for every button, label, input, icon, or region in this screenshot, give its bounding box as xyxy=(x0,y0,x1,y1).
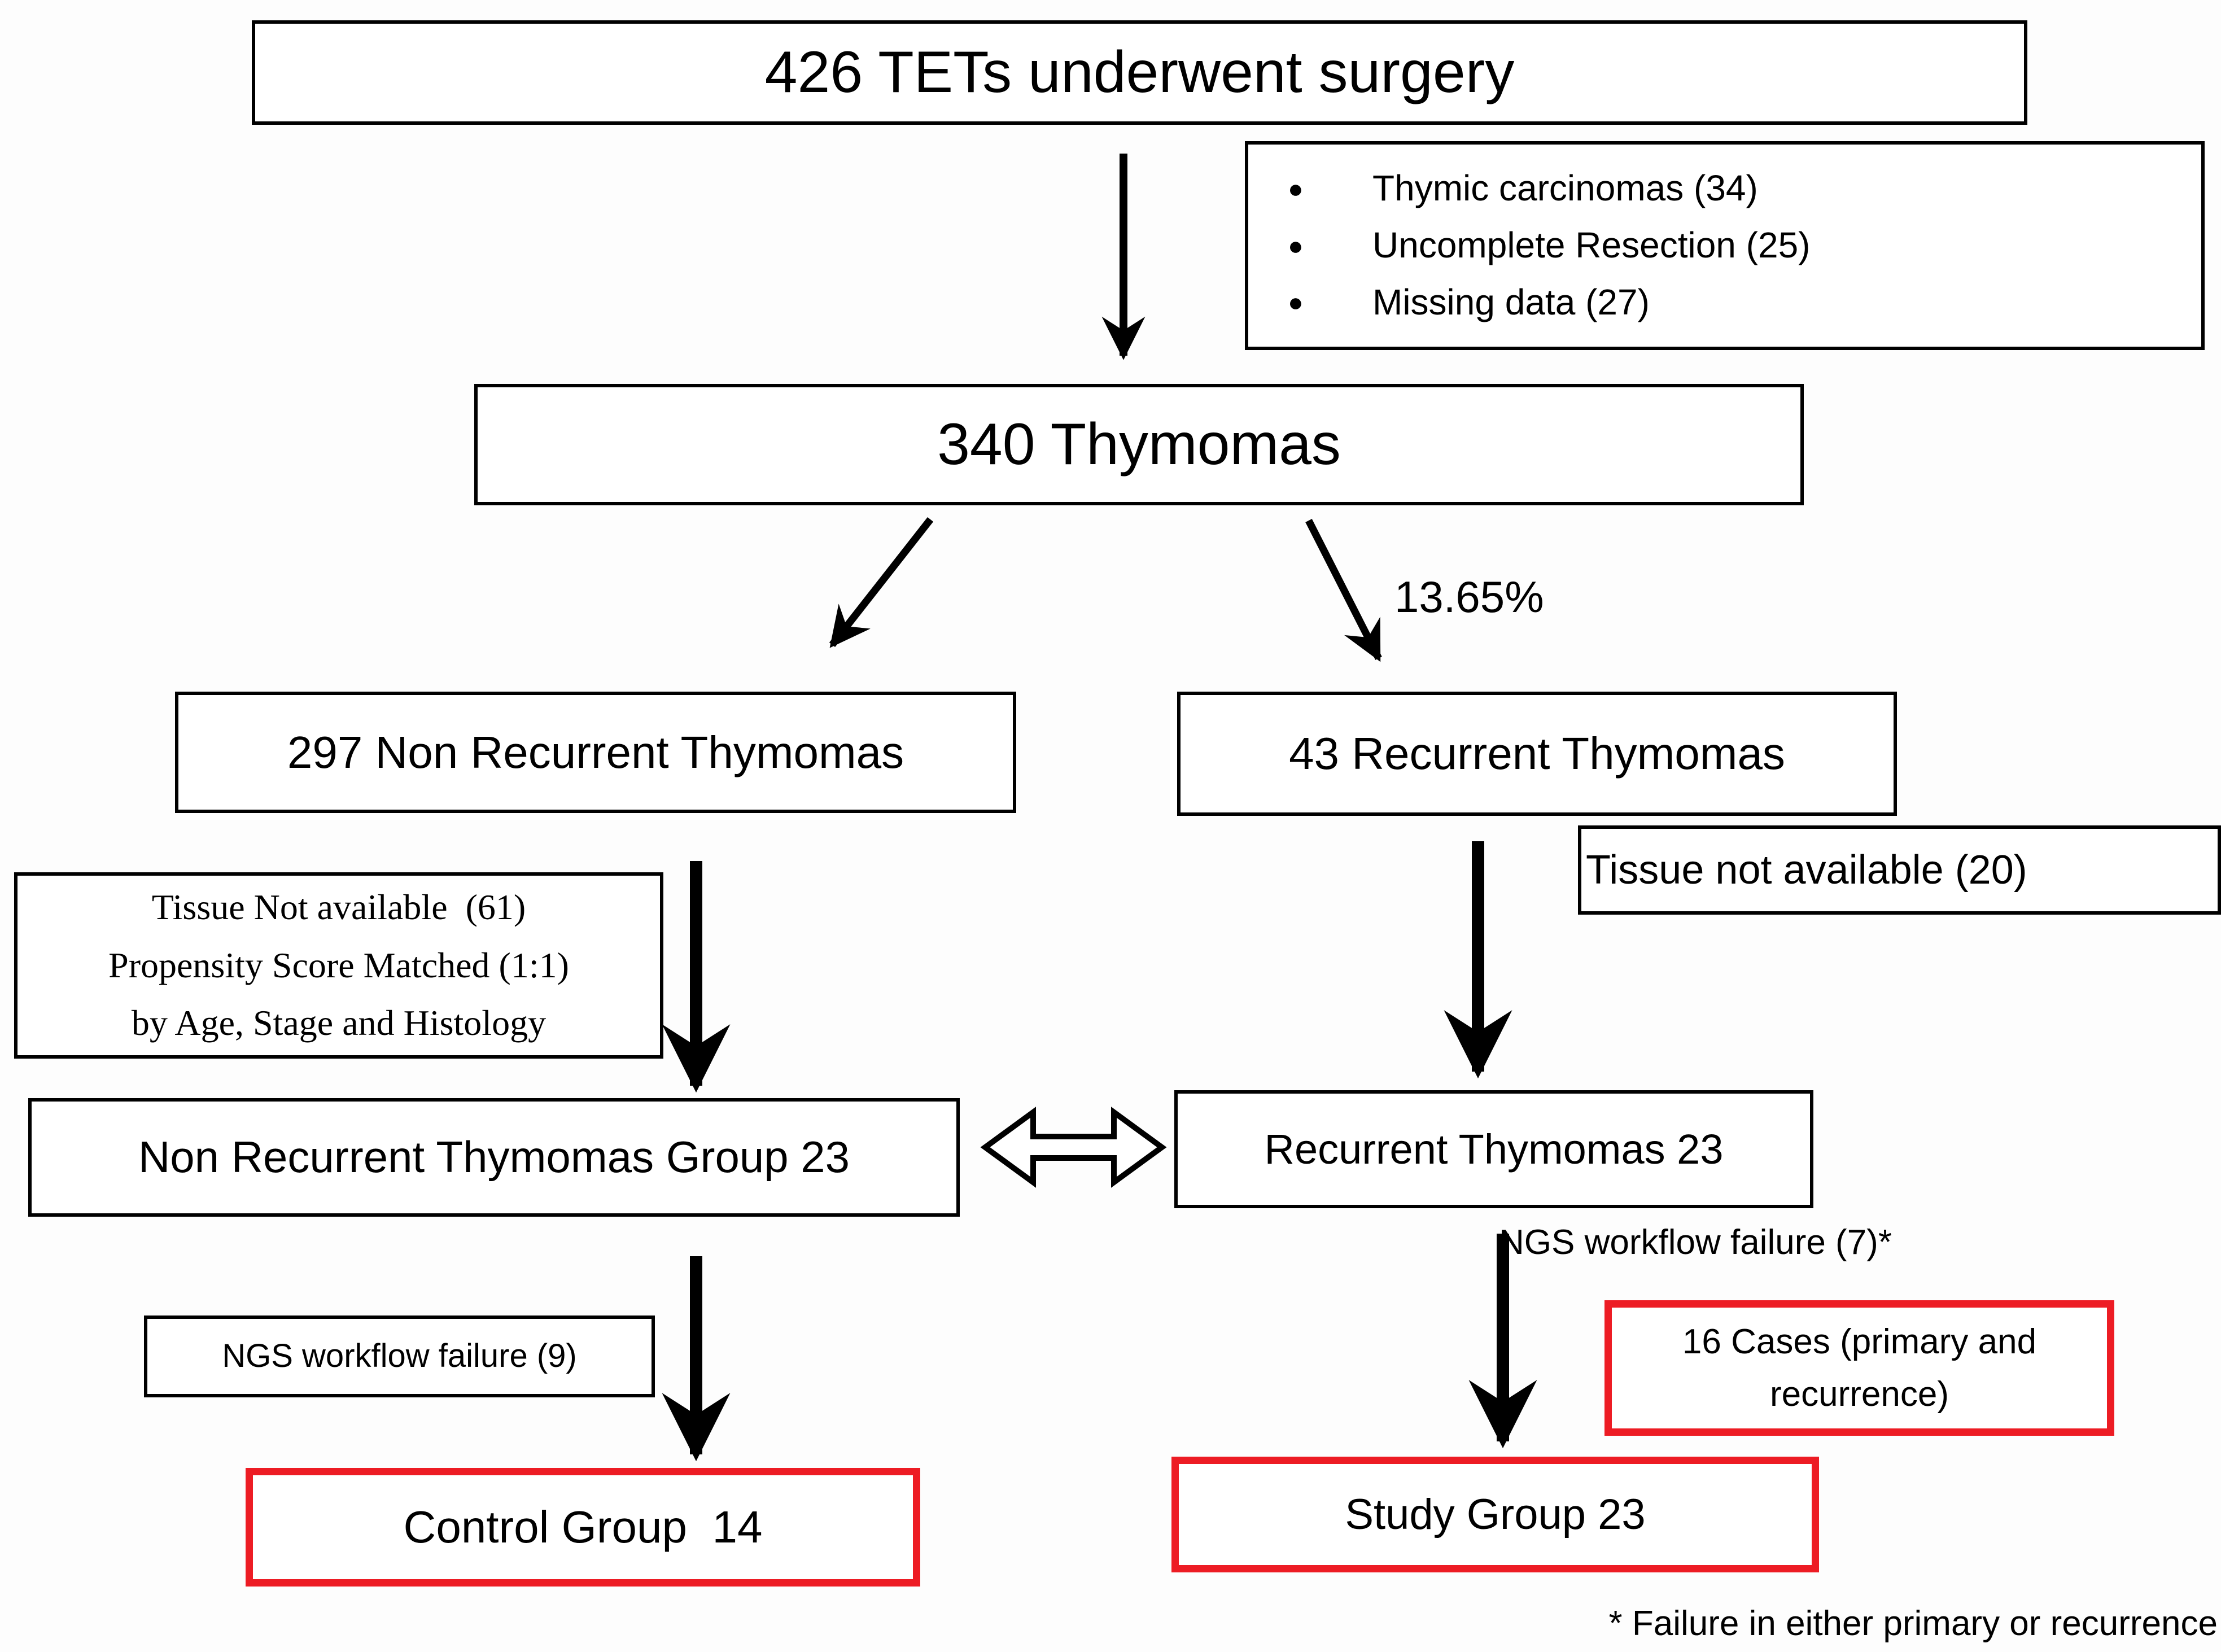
exclusion-item: ● Thymic carcinomas (34) xyxy=(1288,168,2190,209)
propensity-matching-box: Tissue Not available (61) Propensity Sco… xyxy=(14,872,663,1059)
matching-line: Tissue Not available (61) xyxy=(151,887,526,928)
exclusion-item: ● Missing data (27) xyxy=(1288,282,2190,324)
exclusion-item-label: Uncomplete Resection (25) xyxy=(1372,225,1811,266)
control-group-box: Control Group 14 xyxy=(246,1468,920,1587)
surgery-total-label: 426 TETs underwent surgery xyxy=(764,39,1515,105)
ngs-failure-control-label: NGS workflow failure (9) xyxy=(222,1338,577,1375)
recurrent-group-box: Recurrent Thymomas 23 xyxy=(1174,1090,1813,1208)
surgery-total-box: 426 TETs underwent surgery xyxy=(252,20,2027,125)
bullet-icon: ● xyxy=(1288,173,1304,203)
matching-line: Propensity Score Matched (1:1) xyxy=(108,945,569,985)
bullet-icon: ● xyxy=(1288,230,1304,260)
thymomas-label: 340 Thymomas xyxy=(937,411,1341,477)
bullet-icon: ● xyxy=(1288,287,1304,317)
non-recurrent-group-label: Non Recurrent Thymomas Group 23 xyxy=(138,1132,850,1182)
exclusion-item-label: Thymic carcinomas (34) xyxy=(1372,168,1758,209)
tissue-unavailable-box: Tissue not available (20) xyxy=(1578,825,2221,915)
non-recurrent-label: 297 Non Recurrent Thymomas xyxy=(287,727,904,777)
recurrent-group-label: Recurrent Thymomas 23 xyxy=(1264,1125,1724,1173)
arrow-340-to-recurrent xyxy=(1305,519,1382,662)
double-arrow-match-icon xyxy=(980,1107,1167,1188)
recurrent-label: 43 Recurrent Thymomas xyxy=(1289,728,1785,779)
non-recurrent-group-box: Non Recurrent Thymomas Group 23 xyxy=(28,1098,960,1217)
ngs-failure-study-label: NGS workflow failure (7)* xyxy=(1499,1223,1892,1262)
exclusion-item: ● Uncomplete Resection (25) xyxy=(1288,225,2190,266)
thymomas-box: 340 Thymomas xyxy=(474,384,1804,505)
exclusion-item-label: Missing data (27) xyxy=(1372,282,1650,323)
study-group-box: Study Group 23 xyxy=(1171,1457,1819,1572)
tissue-unavailable-label: Tissue not available (20) xyxy=(1586,847,2027,893)
non-recurrent-box: 297 Non Recurrent Thymomas xyxy=(175,692,1016,813)
footnote: * Failure in either primary or recurrenc… xyxy=(1608,1604,2218,1643)
control-group-label: Control Group 14 xyxy=(403,1502,763,1552)
recurrence-rate-label: 13.65% xyxy=(1394,572,1544,622)
cases-box: 16 Cases (primary and recurrence) xyxy=(1604,1300,2114,1436)
arrow-340-to-nonrecurrent xyxy=(829,517,934,648)
cases-label: 16 Cases (primary and recurrence) xyxy=(1682,1322,2037,1414)
study-group-label: Study Group 23 xyxy=(1345,1490,1646,1539)
ngs-failure-control-box: NGS workflow failure (9) xyxy=(144,1316,655,1397)
recurrent-box: 43 Recurrent Thymomas xyxy=(1177,692,1897,816)
exclusion-criteria-box: ● Thymic carcinomas (34) ● Uncomplete Re… xyxy=(1245,141,2205,350)
matching-line: by Age, Stage and Histology xyxy=(131,1003,546,1043)
